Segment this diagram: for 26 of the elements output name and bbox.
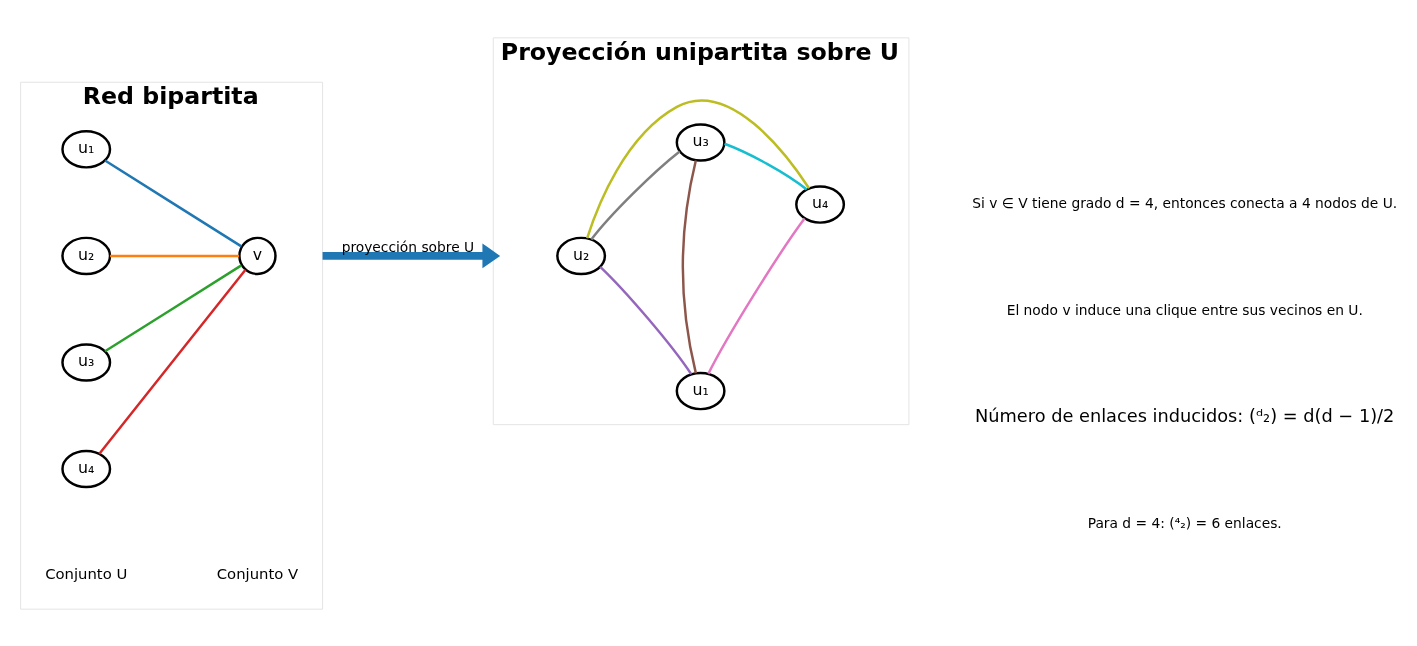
node-ellipse: u₂ <box>61 236 112 275</box>
connector <box>707 217 806 374</box>
edge-label: proyección sobre U <box>341 238 475 255</box>
node-ellipse: u₁ <box>61 129 112 169</box>
node-ellipse: u₃ <box>675 122 726 162</box>
node-ellipse: u₃ <box>61 342 112 382</box>
connector <box>590 149 681 240</box>
label: Para d = 4: (⁴₂) = 6 enlaces. <box>1087 514 1282 531</box>
connector <box>104 159 242 247</box>
node-circle: v <box>238 236 277 275</box>
label: Conjunto U <box>45 564 128 582</box>
connector <box>104 263 242 352</box>
node-ellipse: u₁ <box>675 371 726 410</box>
label: Si v ∈ V tiene grado d = 4, entonces conecta a 4 nodos de U. <box>972 194 1398 211</box>
connector <box>599 265 693 375</box>
node-ellipse: u₄ <box>795 184 846 224</box>
node-ellipse: u₄ <box>61 449 112 488</box>
connector <box>586 98 811 239</box>
node-ellipse: u₂ <box>556 236 607 275</box>
connector <box>110 254 240 257</box>
connector <box>681 159 698 373</box>
label: Número de enlaces inducidos: (ᵈ₂) = d(d − 1)/2 <box>975 405 1395 426</box>
label: El nodo v induce una clique entre sus vecinos en U. <box>1006 301 1363 318</box>
connector <box>98 268 247 454</box>
connector <box>724 142 808 190</box>
label: Conjunto V <box>216 564 299 582</box>
